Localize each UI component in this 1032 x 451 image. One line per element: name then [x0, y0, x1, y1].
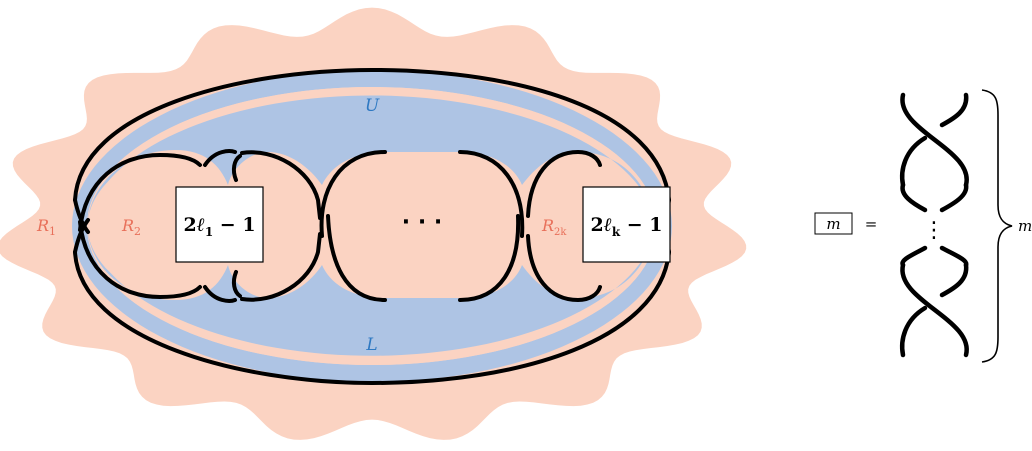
strand-lobe2-right-bottom	[240, 232, 322, 302]
twist-strand-4a	[939, 262, 969, 298]
strand-middle-right-bottom	[458, 214, 521, 302]
lobe-region-1	[87, 155, 190, 297]
legend-brace-label: m	[1018, 217, 1032, 235]
strand-middle-right-top	[458, 150, 525, 238]
ellipsis-dots: · · ·	[402, 210, 442, 235]
legend-box-label: m	[826, 215, 840, 233]
strand-lobe2-right	[240, 150, 322, 220]
twist-strand-8	[939, 245, 969, 268]
lobe-region-middle	[325, 157, 520, 295]
twist-strand-7	[900, 245, 928, 268]
strand-first-lobe-top	[78, 152, 202, 232]
region-label-first-inner: R2	[121, 216, 141, 238]
strand-lobe2-left-arc	[231, 154, 242, 182]
region-label-upper: U	[365, 96, 380, 116]
strand-lobe2-left-top	[203, 149, 237, 167]
knot-strands	[73, 67, 671, 386]
twist-strand-1	[900, 92, 969, 188]
strand-last-lobe-bottom	[526, 234, 602, 303]
twist-strand-4b	[900, 305, 928, 358]
strand-left-link-b	[73, 218, 90, 254]
strand-outer-top	[73, 67, 671, 202]
twist-strand-6	[939, 182, 969, 213]
legend-brace	[981, 89, 1013, 363]
lobe-region-last	[528, 157, 585, 295]
strand-last-lobe-top	[526, 149, 602, 218]
strand-lobe2-left-bottom	[203, 285, 237, 303]
twist-strand-2a	[939, 92, 969, 128]
region-label-last-inner: R2k	[541, 216, 567, 238]
region-label-outer: R1	[36, 216, 56, 238]
legend-twist	[900, 92, 969, 358]
strand-lobe2-left-arc-bottom	[231, 270, 242, 298]
twist-box-last	[582, 186, 671, 263]
legend-equals: =	[865, 215, 878, 233]
twist-box-last-label: 2ℓk − 1	[590, 214, 662, 239]
twist-strand-2b	[900, 135, 928, 188]
twist-box-first-label: 2ℓ1 − 1	[183, 214, 255, 239]
region-label-lower: L	[365, 335, 377, 355]
twist-strand-5	[900, 182, 928, 213]
blue-lower-inner-region	[87, 226, 650, 356]
strand-left-link-a	[73, 198, 90, 234]
blue-upper-inner-region	[87, 95, 650, 226]
strand-outer-bottom	[73, 250, 671, 386]
legend-vdots: ⋮	[923, 218, 945, 243]
strand-first-lobe-bottom	[78, 220, 202, 300]
legend-box	[814, 212, 853, 235]
twist-box-first	[175, 186, 264, 263]
strand-middle-left-top	[319, 150, 387, 238]
strand-middle-left-bottom	[326, 214, 387, 302]
twist-strand-3	[900, 262, 969, 358]
